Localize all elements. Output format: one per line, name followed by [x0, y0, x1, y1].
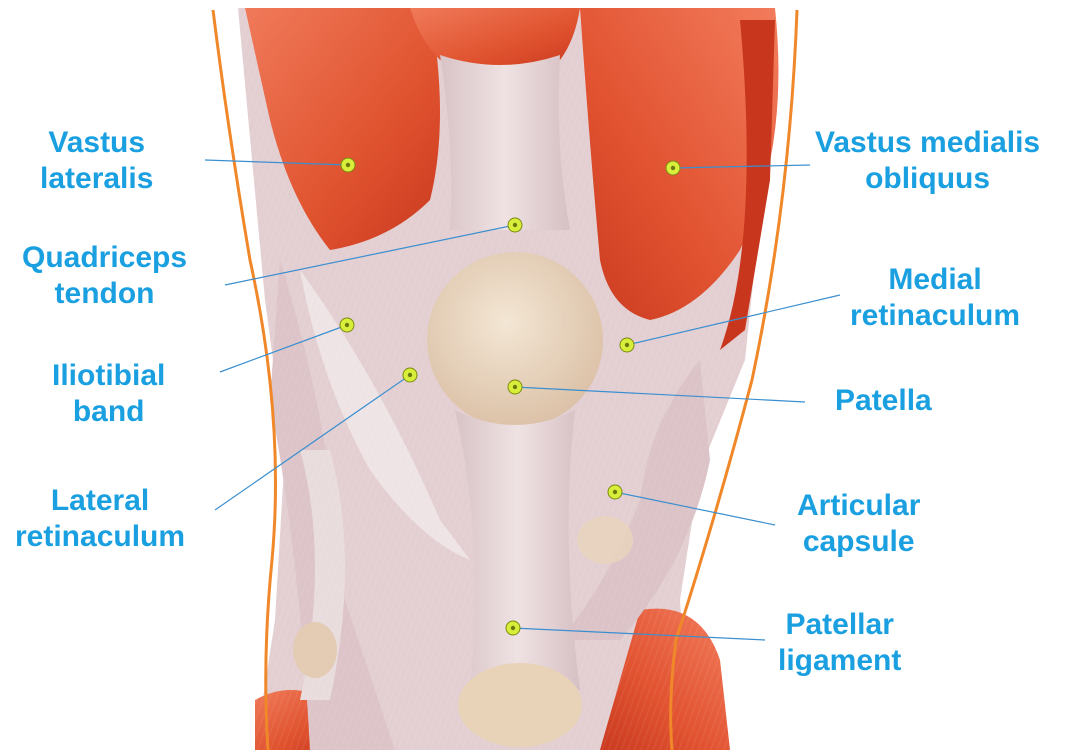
label-line: capsule	[797, 524, 920, 560]
label-line: Lateral	[15, 483, 185, 519]
label-patella: Patella	[835, 383, 932, 419]
label-line: Vastus	[40, 125, 153, 161]
quadriceps-tendon-shape	[440, 55, 570, 230]
label-line: Patellar	[778, 607, 901, 643]
label-line: obliquus	[815, 161, 1040, 197]
label-iliotibial-band: Iliotibial band	[52, 358, 165, 430]
marker-medial-retinaculum	[620, 338, 634, 352]
label-line: Quadriceps	[22, 240, 187, 276]
marker-patellar-ligament	[506, 621, 520, 635]
marker-patella	[508, 380, 522, 394]
label-line: retinaculum	[850, 298, 1020, 334]
label-line: Iliotibial	[52, 358, 165, 394]
marker-lateral-retinaculum	[403, 368, 417, 382]
label-quadriceps-tendon: Quadriceps tendon	[22, 240, 187, 312]
marker-vastus-medialis-obliquus	[666, 161, 680, 175]
label-line: retinaculum	[15, 519, 185, 555]
label-line: ligament	[778, 643, 901, 679]
patella-shape	[427, 252, 603, 428]
label-articular-capsule: Articular capsule	[797, 488, 920, 560]
label-medial-retinaculum: Medial retinaculum	[850, 262, 1020, 334]
label-line: tendon	[22, 276, 187, 312]
label-line: lateralis	[40, 161, 153, 197]
label-line: Articular	[797, 488, 920, 524]
label-lateral-retinaculum: Lateral retinaculum	[15, 483, 185, 555]
marker-quadriceps-tendon	[508, 218, 522, 232]
label-patellar-ligament: Patellar ligament	[778, 607, 901, 679]
marker-articular-capsule	[608, 485, 622, 499]
label-line: Patella	[835, 383, 932, 419]
marker-vastus-lateralis	[341, 158, 355, 172]
label-vastus-lateralis: Vastus lateralis	[40, 125, 153, 197]
label-vastus-medialis-obliquus: Vastus medialis obliquus	[815, 125, 1040, 197]
label-line: Medial	[850, 262, 1020, 298]
marker-iliotibial-band	[340, 318, 354, 332]
label-line: Vastus medialis	[815, 125, 1040, 161]
label-line: band	[52, 394, 165, 430]
